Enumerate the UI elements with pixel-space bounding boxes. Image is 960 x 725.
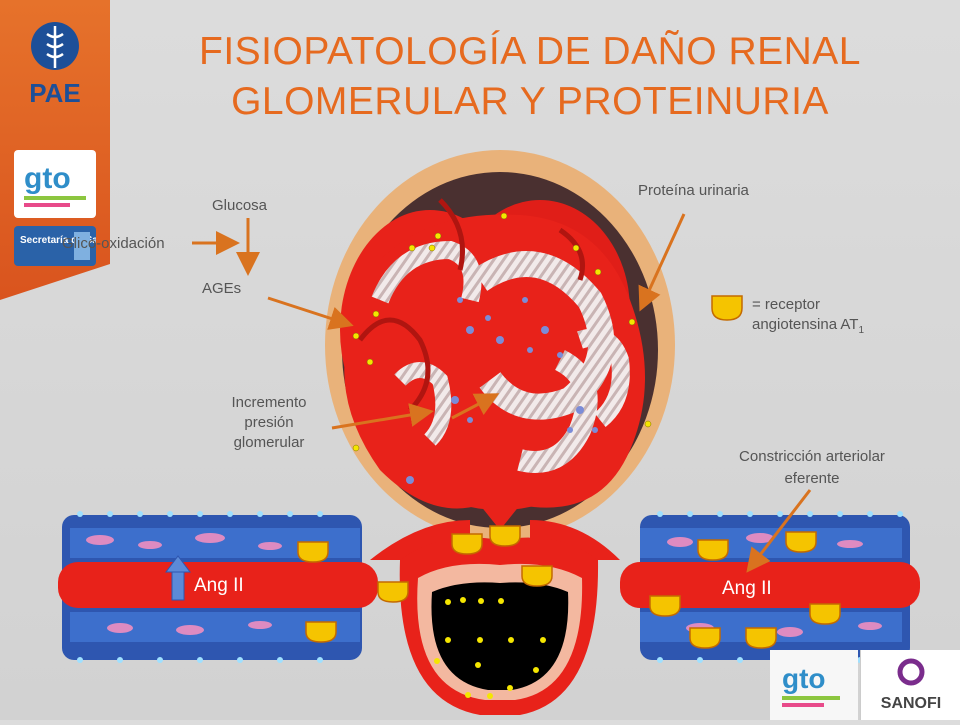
proximal-tubule	[399, 537, 599, 715]
svg-text:PAE: PAE	[29, 78, 81, 108]
label-glucosa: Glucosa	[212, 197, 268, 214]
protein-dots	[352, 212, 652, 452]
svg-text:gto: gto	[24, 162, 71, 195]
proteinuria-arrow	[638, 213, 686, 312]
pressure-arrow-1	[331, 403, 434, 430]
legend-receptor-line1: = receptor	[752, 296, 820, 313]
legend-receptor-line2: angiotensina AT1	[752, 316, 865, 336]
svg-text:gto: gto	[782, 663, 826, 694]
sanofi-logo: SANOFI	[860, 650, 960, 720]
svg-text:Secretaría de Salud: Secretaría de Salud	[20, 235, 96, 246]
pressure-arrow-2	[451, 393, 500, 420]
title-line-1: FISIOPATOLOGÍA DE DAÑO RENAL	[199, 30, 861, 73]
annotation-arrows	[192, 213, 812, 573]
pae-logo: PAE	[14, 10, 96, 120]
label-constriccion-arteriolar: Constricción arteriolar eferente	[739, 448, 885, 487]
afferent-lumen	[58, 562, 378, 608]
label-proteina-urinaria: Proteína urinaria	[638, 182, 749, 199]
label-incremento-presion: Incremento presión glomerular	[231, 394, 307, 451]
svg-text:SANOFI: SANOFI	[881, 695, 941, 712]
ages-to-glomerulus-arrow	[267, 296, 354, 330]
label-ages: AGEs	[202, 280, 242, 297]
receptor-symbols	[297, 525, 841, 649]
label-ang-ii-left: Ang II	[194, 575, 244, 596]
secretaria-salud-logo: Secretaría de Salud	[14, 226, 113, 266]
glomerular-tuft	[340, 198, 645, 560]
constriction-arrow	[746, 489, 812, 573]
label-glico-oxidacion: Glico-oxidación	[62, 235, 165, 252]
legend-receptor-icon	[711, 295, 743, 321]
title-line-2: GLOMERULAR Y PROTEINURIA	[231, 80, 829, 123]
efferent-lumen	[620, 562, 920, 608]
gto-logo: gto	[14, 150, 96, 218]
label-ang-ii-right: Ang II	[722, 578, 772, 599]
up-arrow-icon	[165, 555, 191, 601]
gto-bottom-logo: gto	[770, 650, 858, 720]
